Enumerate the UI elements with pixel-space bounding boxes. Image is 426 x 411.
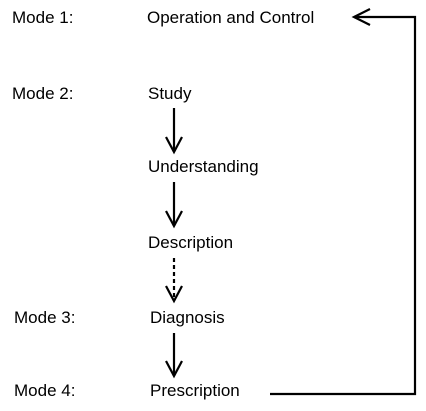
mode-1-label: Mode 1:: [12, 8, 74, 27]
step-description: Description: [148, 233, 234, 252]
mode-2-label: Mode 2:: [12, 84, 74, 103]
step-diagnosis: Diagnosis: [150, 308, 225, 327]
step-understanding: Understanding: [148, 157, 259, 176]
feedback-loop-prescription-to-operation: [270, 8, 417, 396]
arrow-description-to-diagnosis: [165, 258, 183, 304]
arrow-diagnosis-to-prescription: [165, 333, 183, 379]
mode-4-label: Mode 4:: [14, 381, 76, 400]
step-study: Study: [148, 84, 192, 103]
arrow-study-to-understanding: [165, 108, 183, 155]
step-prescription: Prescription: [150, 381, 240, 400]
step-operation-and-control: Operation and Control: [147, 8, 315, 27]
mode-3-label: Mode 3:: [14, 308, 76, 327]
arrow-understanding-to-description: [165, 182, 183, 229]
